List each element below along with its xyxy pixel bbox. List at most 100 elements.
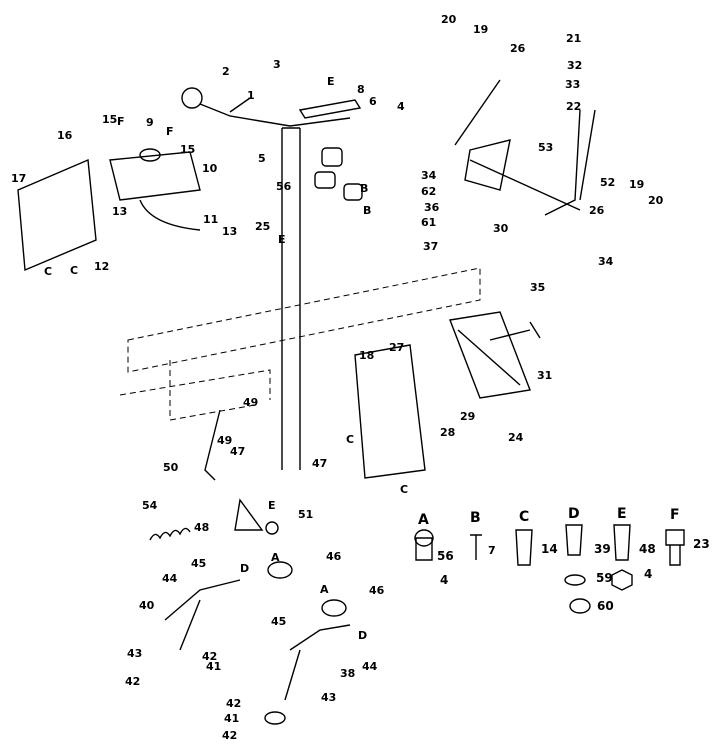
callout-15b: 15 xyxy=(180,143,196,156)
ref-C-2: C xyxy=(70,264,79,277)
ref-E-2: E xyxy=(278,233,286,246)
key-A-num-1: 56 xyxy=(437,549,454,563)
bracket-49 xyxy=(234,498,264,531)
callout-11: 11 xyxy=(203,213,219,226)
callout-31: 31 xyxy=(537,369,553,382)
rod-51 xyxy=(204,409,221,481)
callout-3: 3 xyxy=(273,58,281,71)
callout-26a: 26 xyxy=(510,42,526,55)
callout-57: 56 xyxy=(276,180,292,193)
callout-35: 35 xyxy=(530,281,546,294)
callout-1: 1 xyxy=(247,89,255,102)
callout-42b: 42 xyxy=(125,675,141,688)
column-tube xyxy=(281,127,301,470)
callout-37: 37 xyxy=(423,240,439,253)
key-D-num-1: 39 xyxy=(594,542,611,556)
callout-41b: 41 xyxy=(224,712,240,725)
callout-13b: 13 xyxy=(222,225,238,238)
hardware-key-drawings xyxy=(414,524,685,614)
key-F-num-1: 23 xyxy=(693,537,710,551)
ref-C-1: C xyxy=(44,265,53,278)
callout-45b: 45 xyxy=(271,615,287,628)
link-40 xyxy=(164,561,293,651)
callout-55: 54 xyxy=(142,499,158,512)
callout-21: 21 xyxy=(566,32,582,45)
callout-13a: 13 xyxy=(112,205,128,218)
key-letter-A: A xyxy=(418,512,429,528)
callout-20b: 20 xyxy=(648,194,664,207)
key-letter-B: B xyxy=(470,510,481,526)
callout-47a: 47 xyxy=(230,445,246,458)
fuel-tank xyxy=(109,148,201,231)
ref-F-1: F xyxy=(117,115,125,128)
callout-20a: 20 xyxy=(441,13,457,26)
plate-18 xyxy=(354,344,426,479)
bracket-6 xyxy=(298,99,362,119)
key-D-num-3: 60 xyxy=(597,599,614,613)
callout-43b: 43 xyxy=(321,691,337,704)
side-panel-16 xyxy=(17,158,97,272)
callout-8: 8 xyxy=(357,83,365,96)
ref-A-1: A xyxy=(271,551,280,564)
callout-29: 29 xyxy=(460,410,476,423)
callout-51: 50 xyxy=(163,461,179,474)
key-letter-D: D xyxy=(568,506,580,522)
callout-36: 36 xyxy=(424,201,440,214)
lever-1 xyxy=(181,87,351,127)
frame-outline xyxy=(119,267,481,421)
ref-C-4: C xyxy=(400,483,409,496)
callout-43a: 43 xyxy=(127,647,143,660)
callout-9: 9 xyxy=(146,116,154,129)
ref-A-2: A xyxy=(320,583,329,596)
callout-30: 30 xyxy=(493,222,509,235)
ref-D-2: D xyxy=(358,629,368,642)
callout-44b: 44 xyxy=(362,660,378,673)
ref-F-2: F xyxy=(166,125,174,138)
callout-4: 4 xyxy=(397,100,405,113)
callout-54: 53 xyxy=(538,141,554,154)
callout-15a: 15 xyxy=(102,113,118,126)
callout-16: 16 xyxy=(57,129,73,142)
callout-32: 32 xyxy=(567,59,583,72)
callout-47b: 47 xyxy=(312,457,328,470)
bolt-31 xyxy=(489,321,541,341)
callout-34b: 34 xyxy=(598,255,614,268)
ref-C-3: C xyxy=(346,433,355,446)
callout-22: 22 xyxy=(566,100,582,113)
callout-42a: 42 xyxy=(202,650,218,663)
callout-45a: 45 xyxy=(191,557,207,570)
callout-41a: 41 xyxy=(206,660,222,673)
callout-2: 2 xyxy=(222,65,230,78)
callout-17: 17 xyxy=(11,172,27,185)
callout-53: 52 xyxy=(600,176,616,189)
washer-52 xyxy=(265,521,279,535)
callout-44a: 44 xyxy=(162,572,178,585)
link-38 xyxy=(264,599,351,725)
callout-12: 12 xyxy=(94,260,110,273)
callout-19a: 19 xyxy=(473,23,489,36)
key-A-num-2: 4 xyxy=(440,573,449,587)
callout-26b: 26 xyxy=(589,204,605,217)
ref-B-2: B xyxy=(363,204,372,217)
key-letter-E: E xyxy=(617,506,627,522)
spring-55 xyxy=(149,527,191,541)
key-D-num-2: 59 xyxy=(596,571,613,585)
callout-10: 10 xyxy=(202,162,218,175)
callout-38: 38 xyxy=(340,667,356,680)
callout-18: 18 xyxy=(359,349,375,362)
callout-42d: 42 xyxy=(222,729,238,742)
callout-62: 62 xyxy=(421,185,437,198)
callout-42c: 42 xyxy=(226,697,242,710)
callout-50a: 49 xyxy=(243,396,259,409)
ref-D-1: D xyxy=(240,562,250,575)
ref-E-3: E xyxy=(268,499,276,512)
callout-49: 48 xyxy=(194,521,210,534)
key-E-num-1: 48 xyxy=(639,542,656,556)
key-C-num-1: 14 xyxy=(541,542,558,556)
key-E-num-2: 4 xyxy=(644,567,653,581)
callout-46a: 46 xyxy=(326,550,342,563)
clips-57-8 xyxy=(314,147,363,201)
callout-40: 40 xyxy=(139,599,155,612)
